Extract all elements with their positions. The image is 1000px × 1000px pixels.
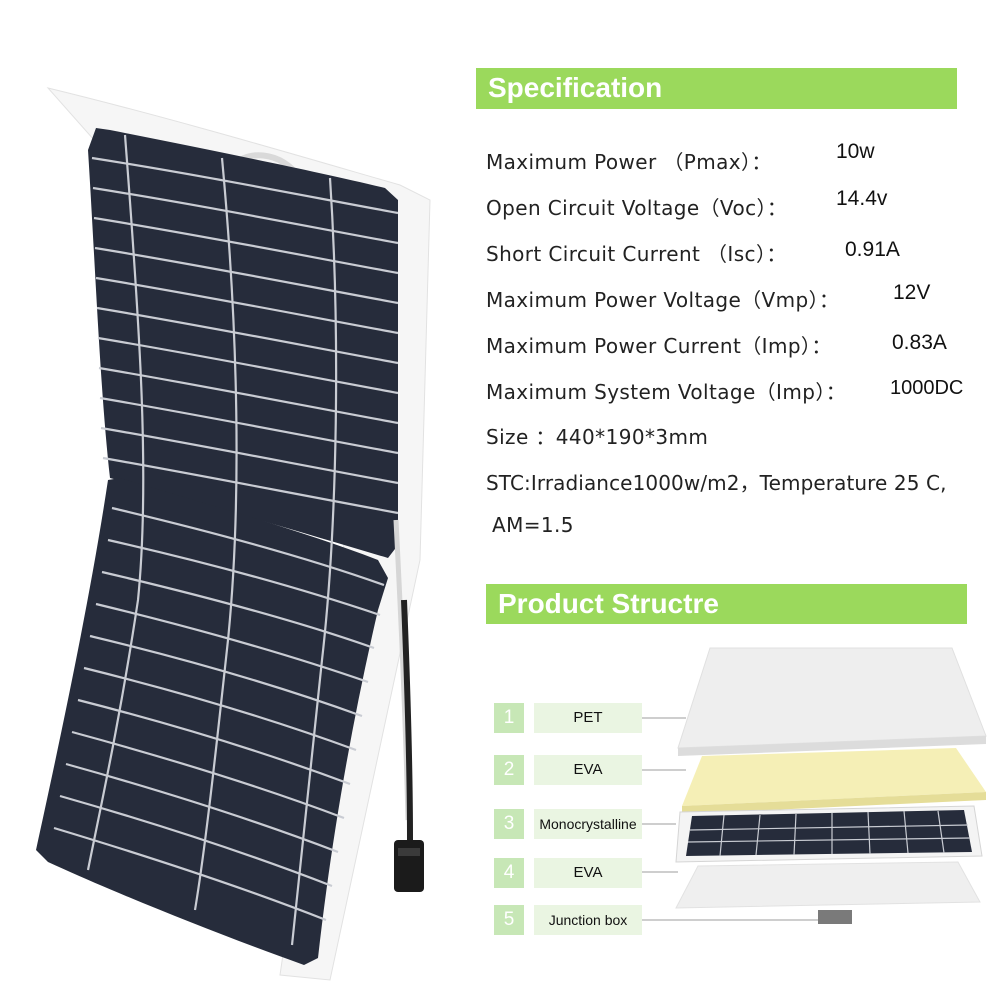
- product-structure-header: Product Structre: [486, 584, 967, 624]
- spec-label-open-circuit-voltage: Open Circuit Voltage（Voc）：: [486, 196, 788, 220]
- spec-value-max-power-voltage: 12V: [893, 281, 931, 304]
- layer-stack-image: [642, 647, 987, 924]
- spec-stc: STC:Irradiance1000w/m2，Temperature 25 C,: [486, 471, 947, 495]
- layer-leader-lines: [642, 717, 820, 921]
- layer-label-monocrystalline: Monocrystalline: [534, 809, 642, 839]
- panel-upper-block: [88, 128, 398, 558]
- spec-am: AM=1.5: [492, 513, 574, 537]
- layer-label-eva-bottom: EVA: [534, 858, 642, 888]
- layer-label-pet: PET: [534, 703, 642, 733]
- junction-box: [818, 910, 852, 924]
- mono-cell-grid: [687, 810, 971, 857]
- panel-lower-block: [36, 478, 388, 965]
- eva-bottom-layer: [675, 861, 981, 909]
- specification-title: Specification: [488, 72, 663, 103]
- spec-value-short-circuit-current: 0.91A: [845, 238, 900, 261]
- layer-label-eva-top: EVA: [534, 755, 642, 785]
- spec-value-max-power-current: 0.83A: [892, 331, 947, 354]
- layer-number-2: 2: [494, 755, 524, 785]
- spec-value-max-power: 10w: [836, 140, 875, 163]
- spec-label-max-power: Maximum Power （Pmax）：: [486, 150, 772, 174]
- spec-value-max-system-voltage: 1000DC: [890, 377, 964, 399]
- product-structure-title: Product Structre: [498, 588, 719, 619]
- layer-number-5: 5: [494, 905, 524, 935]
- specification-header: Specification: [476, 68, 957, 109]
- eva-top-layer: [682, 748, 986, 806]
- solar-panel-image: [36, 87, 431, 981]
- spec-label-max-power-voltage: Maximum Power Voltage（Vmp）：: [486, 288, 840, 312]
- spec-value-open-circuit-voltage: 14.4v: [836, 187, 888, 210]
- spec-label-max-system-voltage: Maximum System Voltage（Imp）：: [486, 380, 847, 404]
- layer-number-3: 3: [494, 809, 524, 839]
- panel-cable-dark: [401, 599, 413, 841]
- pet-layer: [677, 647, 987, 749]
- spec-size: Size ：440*190*3mm: [486, 425, 709, 449]
- layer-number-1: 1: [494, 703, 524, 733]
- spec-label-short-circuit-current: Short Circuit Current （Isc）：: [486, 242, 787, 266]
- layer-number-4: 4: [494, 858, 524, 888]
- panel-grid-lines: [53, 134, 399, 946]
- spec-label-max-power-current: Maximum Power Current（Imp）：: [486, 334, 832, 358]
- dc-connector: [394, 840, 424, 892]
- layer-label-junction-box: Junction box: [534, 905, 642, 935]
- mono-cells: [686, 810, 972, 856]
